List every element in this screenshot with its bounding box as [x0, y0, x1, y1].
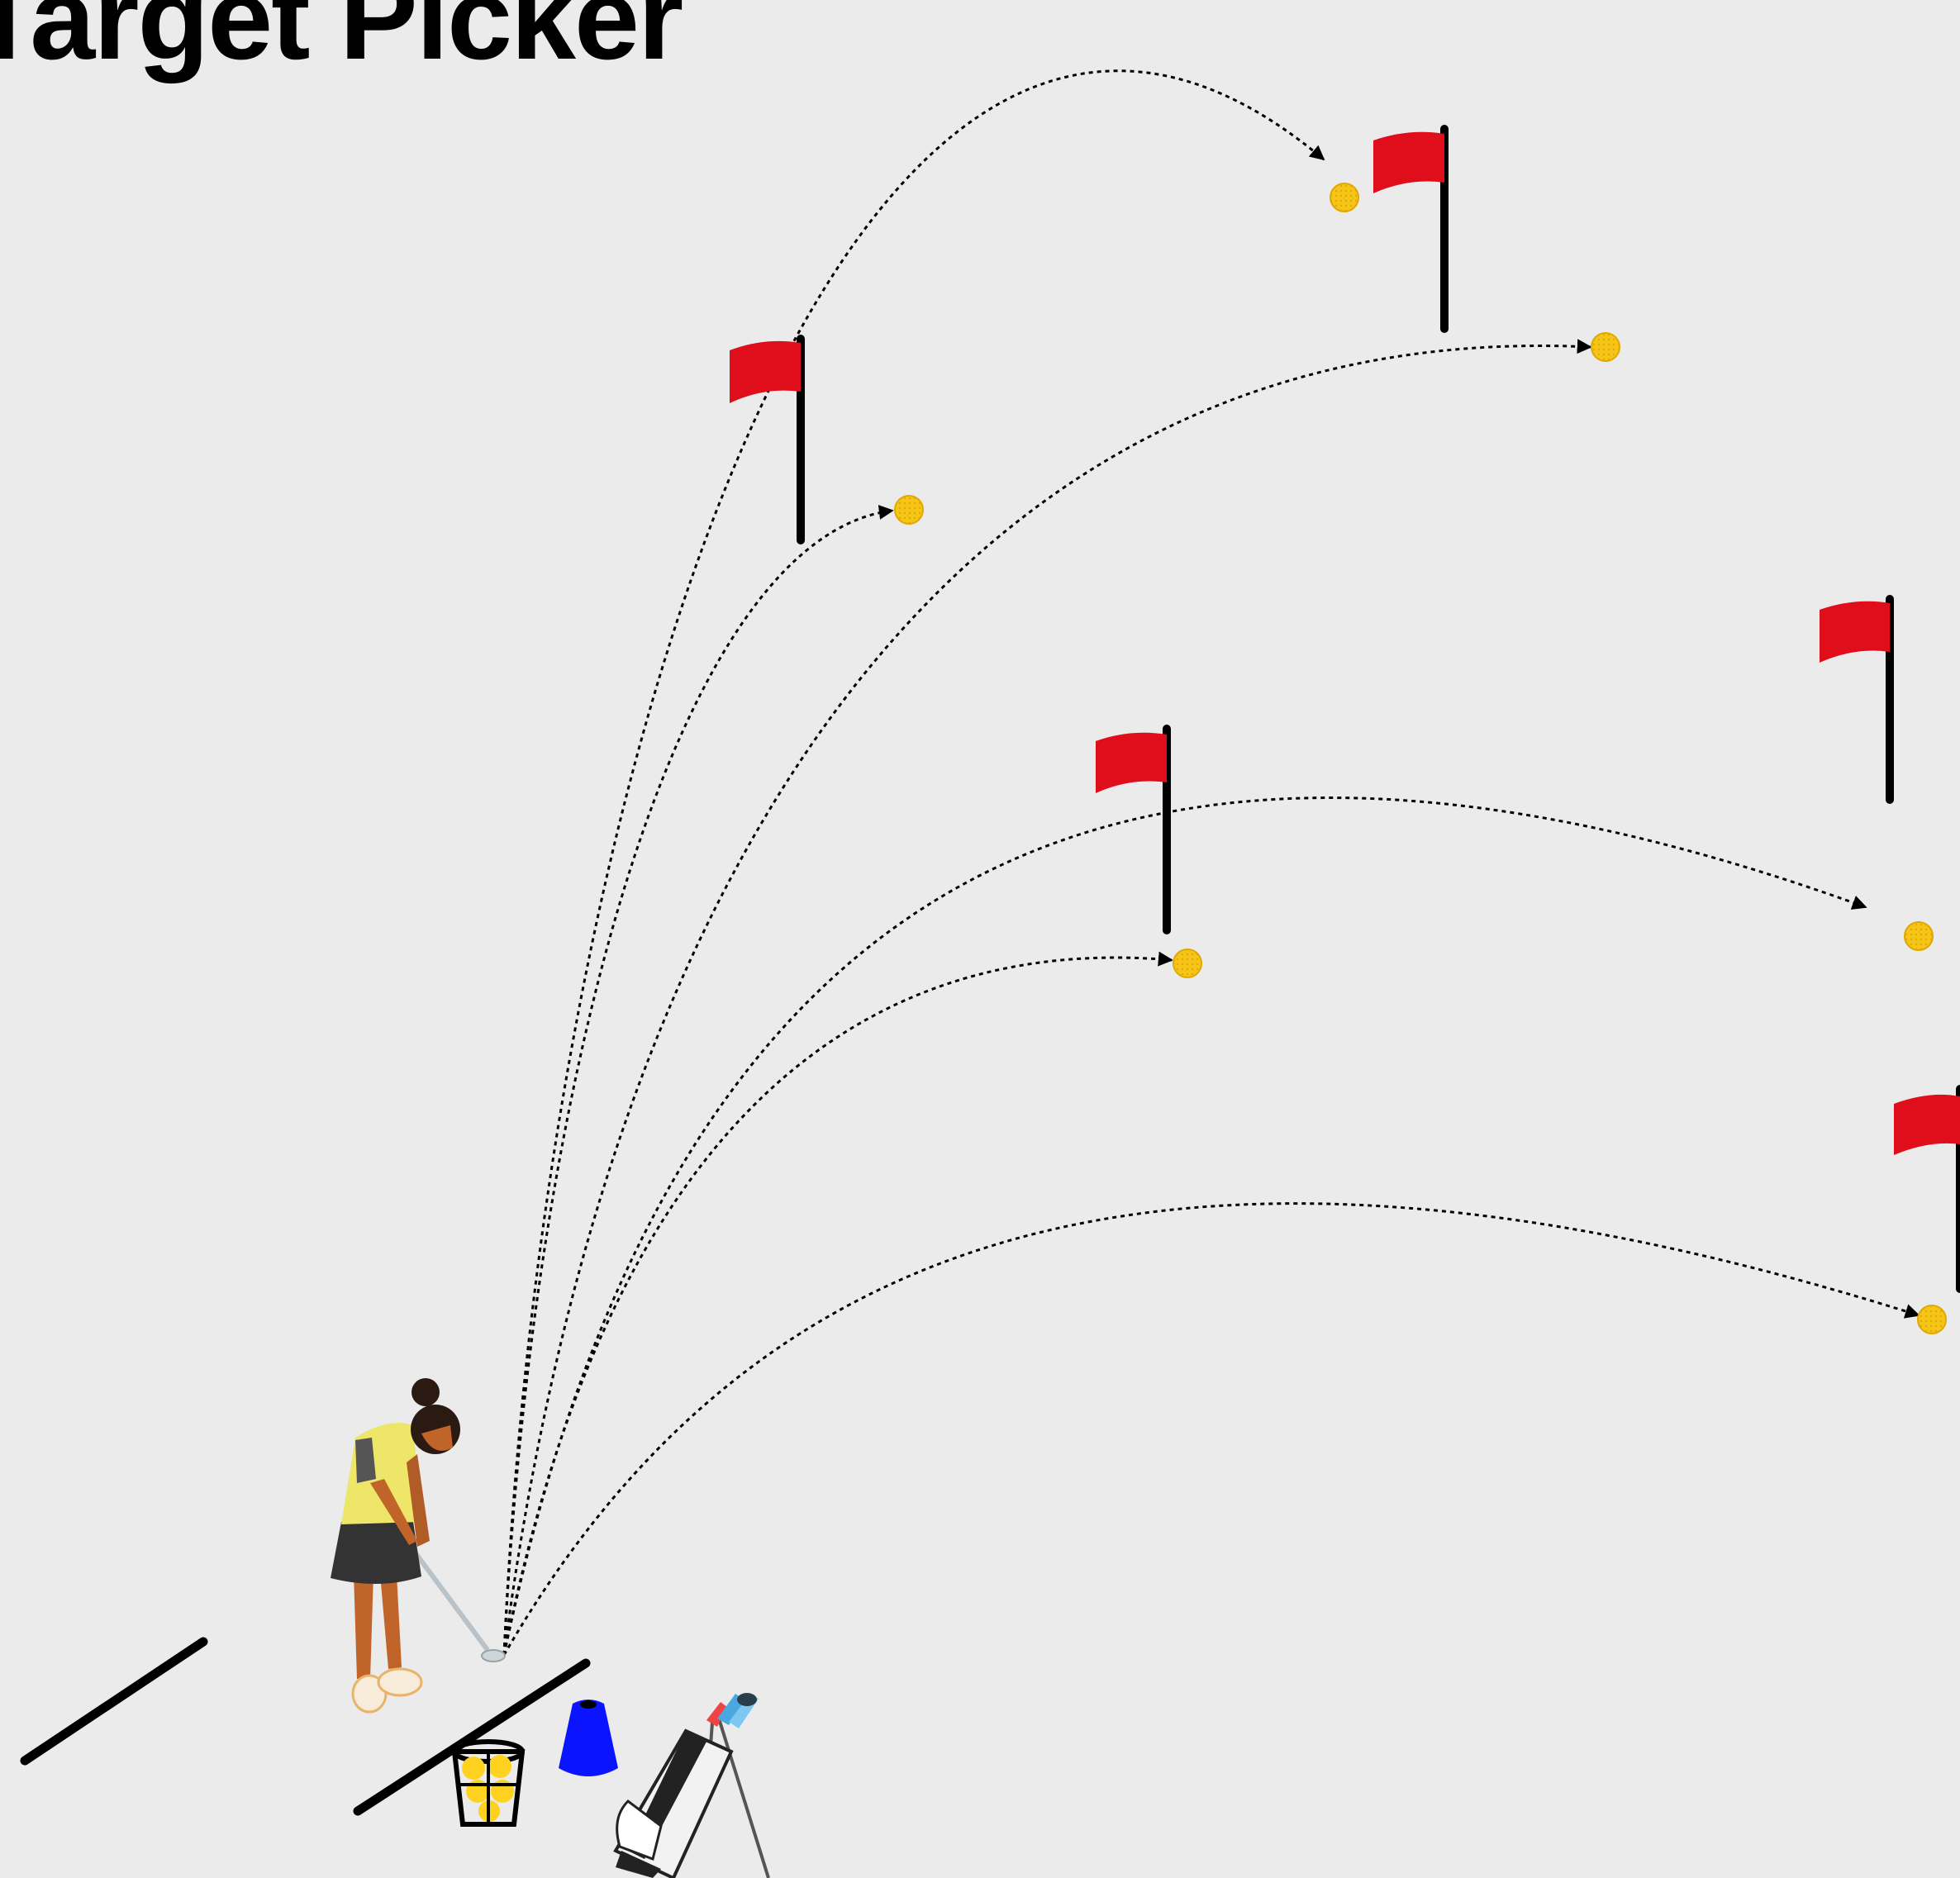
flag-4[interactable] — [1820, 599, 1890, 800]
shot-3-trajectory — [504, 346, 1591, 1655]
shot-4-trajectory — [504, 958, 1172, 1655]
trajectories — [504, 71, 1919, 1655]
golf-ball-icon — [1918, 1305, 1946, 1334]
red-flag-icon — [1373, 132, 1444, 193]
flags — [730, 129, 1960, 1289]
golfer-icon — [331, 1378, 505, 1712]
red-flag-icon — [1894, 1095, 1960, 1155]
flag-5[interactable] — [1894, 1089, 1960, 1289]
red-flag-icon — [1820, 601, 1890, 663]
red-flag-icon — [1096, 733, 1167, 793]
cone-icon — [559, 1700, 618, 1776]
shot-6-trajectory — [504, 1204, 1919, 1655]
golf-ball-icon — [1591, 333, 1620, 361]
shot-1-trajectory — [504, 71, 1324, 1655]
golf-ball-icon — [1173, 949, 1201, 977]
shot-5-trajectory — [504, 798, 1866, 1655]
shot-2-trajectory — [504, 511, 892, 1655]
golf-bag-icon — [616, 1693, 768, 1878]
flag-3[interactable] — [1096, 729, 1167, 930]
flag-1[interactable] — [730, 339, 801, 540]
golf-ball-icon — [895, 496, 923, 524]
flag-2[interactable] — [1373, 129, 1444, 329]
alignment-stick — [25, 1642, 203, 1761]
golf-ball-icon — [1330, 183, 1358, 212]
balls — [895, 183, 1946, 1334]
golf-ball-icon — [1905, 922, 1933, 950]
ball-basket-icon — [454, 1742, 522, 1824]
red-flag-icon — [730, 341, 801, 403]
